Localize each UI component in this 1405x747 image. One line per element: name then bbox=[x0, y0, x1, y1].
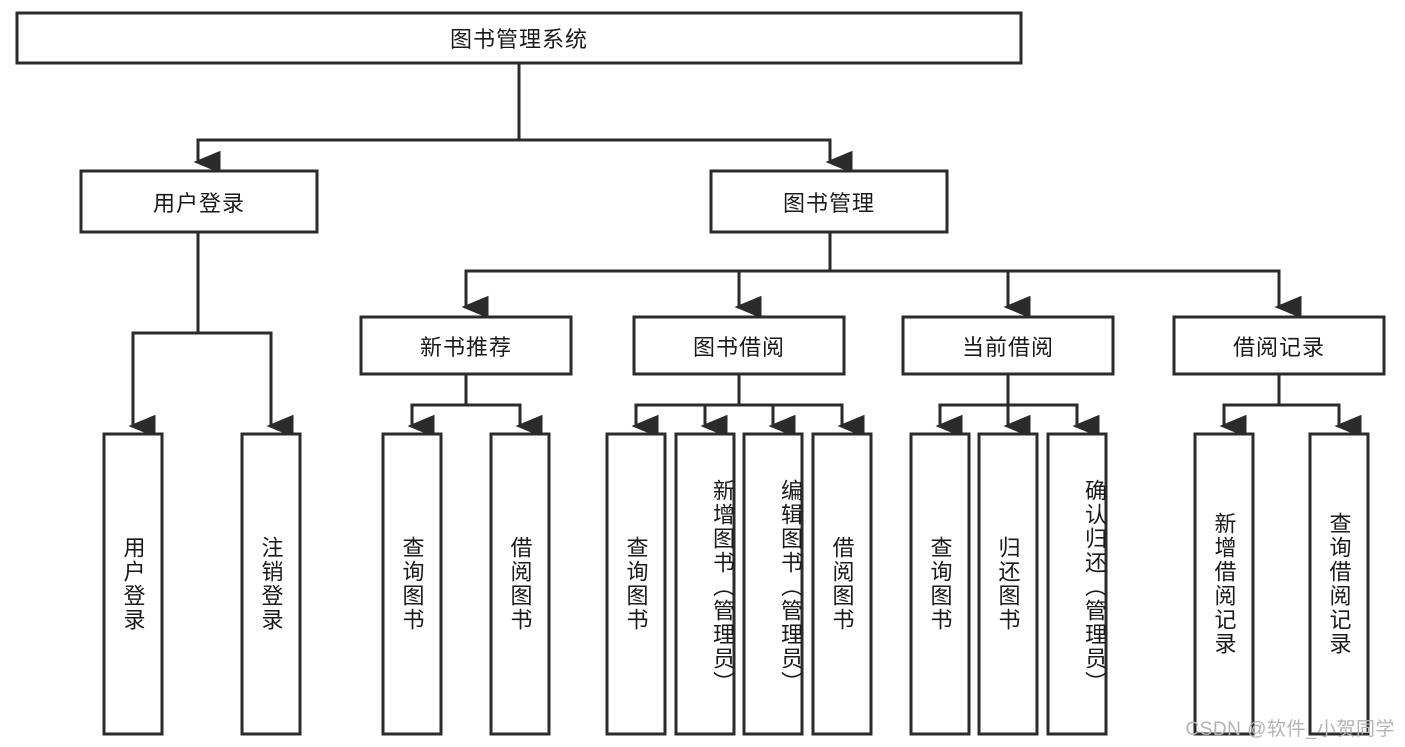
watermark-text: CSDN @软件_小贺同学 bbox=[1185, 719, 1395, 740]
node-book-borrow[interactable] bbox=[632, 315, 846, 376]
node-new-book-recommend[interactable] bbox=[359, 315, 573, 376]
leaf-box-new-book-1[interactable] bbox=[381, 432, 443, 736]
leaf-box-borrow-record-2[interactable] bbox=[1308, 432, 1370, 736]
leaf-box-user-login-2[interactable] bbox=[240, 432, 302, 736]
node-current-borrow[interactable] bbox=[901, 315, 1115, 376]
leaf-box-book-borrow-2[interactable] bbox=[674, 432, 736, 736]
leaf-box-book-borrow-3[interactable] bbox=[742, 432, 804, 736]
leaf-box-new-book-2[interactable] bbox=[489, 432, 551, 736]
leaf-box-current-borrow-1[interactable] bbox=[909, 432, 971, 736]
leaf-box-current-borrow-3[interactable] bbox=[1046, 432, 1108, 736]
leaf-box-book-borrow-1[interactable] bbox=[605, 432, 667, 736]
leaf-box-book-borrow-4[interactable] bbox=[811, 432, 873, 736]
node-user-login[interactable] bbox=[79, 169, 319, 234]
leaf-box-current-borrow-2[interactable] bbox=[977, 432, 1039, 736]
leaf-box-user-login-1[interactable] bbox=[102, 432, 164, 736]
node-book-manage[interactable] bbox=[709, 169, 949, 234]
leaf-box-borrow-record-1[interactable] bbox=[1193, 432, 1255, 736]
node-root[interactable] bbox=[15, 11, 1023, 65]
node-borrow-record[interactable] bbox=[1172, 315, 1386, 376]
